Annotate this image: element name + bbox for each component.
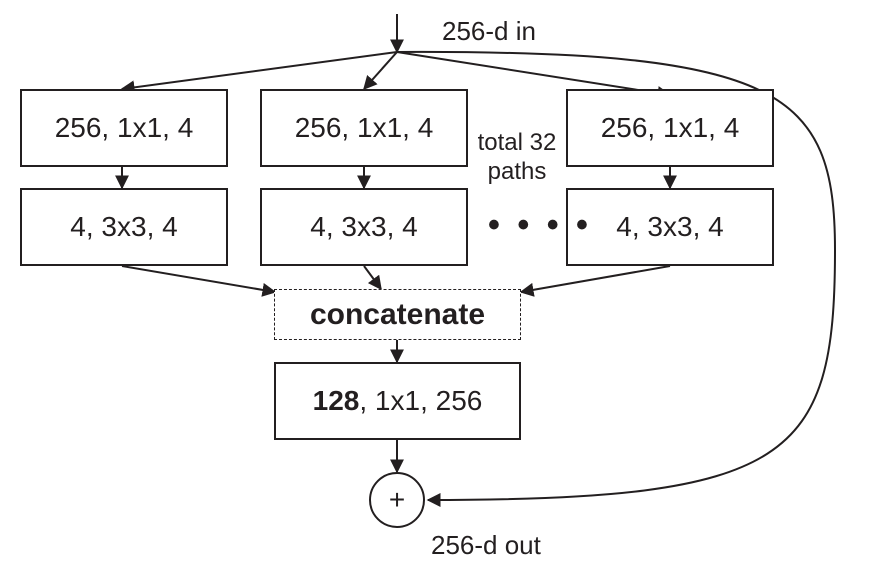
merge-left — [121, 265, 277, 297]
merge-middle — [363, 265, 382, 291]
final-conv-spec: , 1x1, 256 — [359, 385, 483, 416]
concatenate-block: concatenate — [274, 289, 521, 340]
path2-stage2-block: 4, 3x3, 4 — [260, 188, 468, 266]
total-paths-line1: total 32 — [477, 129, 557, 156]
fanout-middle — [363, 51, 398, 91]
path2-stage1-block: 256, 1x1, 4 — [260, 89, 468, 167]
concatenate-label: concatenate — [309, 297, 486, 331]
path1-stage2-block: 4, 3x3, 4 — [20, 188, 228, 266]
final-conv-width: 128 — [312, 385, 360, 416]
final-conv-block: 128, 1x1, 256 — [274, 362, 521, 440]
path3-stage1-block: 256, 1x1, 4 — [566, 89, 774, 167]
fanout-right — [396, 51, 672, 100]
input-label: 256-d in — [442, 16, 536, 46]
sum-node: + — [369, 472, 425, 528]
path1-stage1-block: 256, 1x1, 4 — [20, 89, 228, 167]
output-label: 256-d out — [431, 530, 541, 560]
total-paths-note: total 32 paths — [468, 128, 566, 187]
merge-right — [519, 265, 671, 297]
sum-symbol: + — [388, 484, 406, 515]
shortcut-connection — [396, 50, 837, 507]
ellipsis-dots: • • • • — [488, 206, 592, 244]
path3-stage2-block: 4, 3x3, 4 — [566, 188, 774, 266]
total-paths-line2: paths — [487, 158, 547, 186]
fanout-left — [120, 51, 398, 95]
